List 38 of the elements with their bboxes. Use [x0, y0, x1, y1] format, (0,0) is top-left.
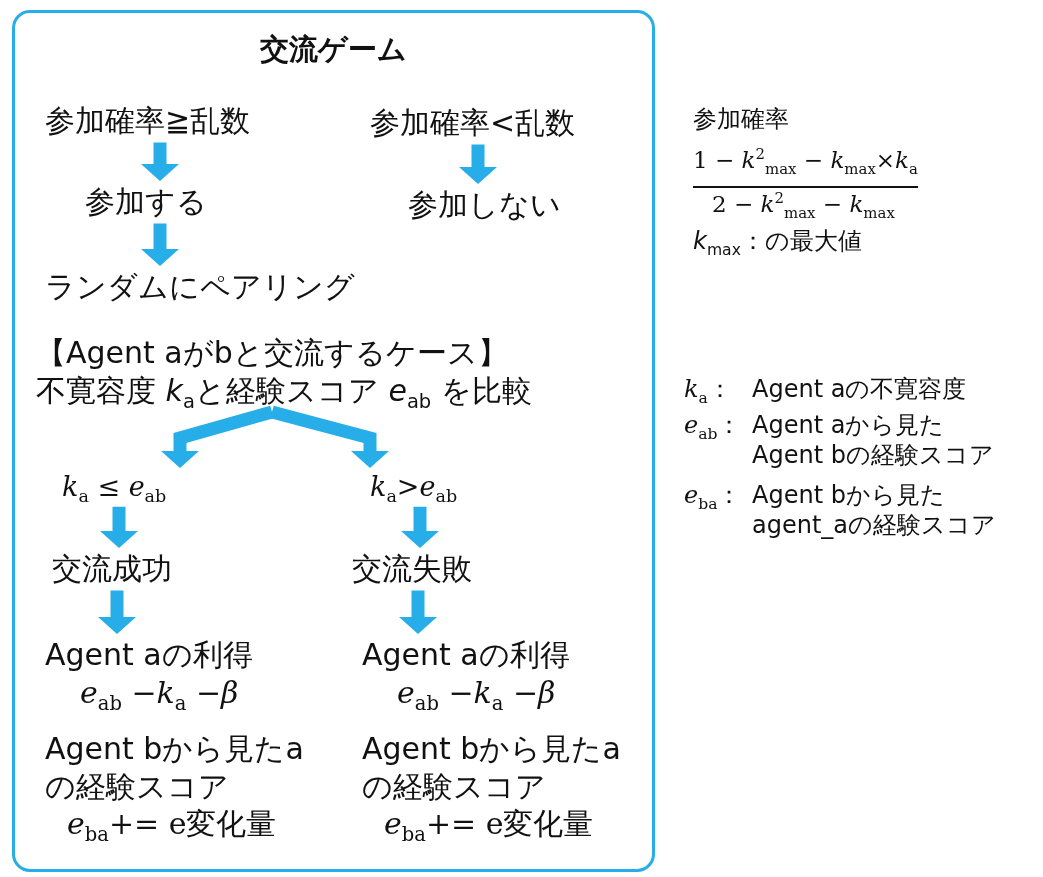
arrow: [100, 506, 138, 548]
step-text: 参加確率<乱数: [370, 104, 576, 142]
arrow: [141, 142, 179, 181]
definition-text: Agent aから見たAgent bの経験スコア: [752, 410, 995, 470]
step-text: 参加しない: [408, 186, 561, 224]
formula-text: e$_{ba}$+= e変化量: [67, 805, 277, 843]
arrow: [161, 405, 274, 468]
step-text: 不寛容度 k$_{a}$と経験スコア e$_{ab}$ を比較: [36, 371, 532, 409]
formula-text: e$_{ab}$ −k$_{a}$ −β: [397, 673, 556, 711]
step-text: 交流成功: [52, 550, 172, 588]
fraction-numerator: 1 − k$^{2}$$_{max}$ − k$_{max}$×k$_{a}$: [693, 146, 918, 175]
symbol-key: k$_{a}$：: [684, 374, 732, 404]
formula-text: k$_{a}$>e$_{ab}$: [370, 470, 458, 504]
game-box: [12, 10, 655, 872]
box-title: 交流ゲーム: [259, 31, 408, 68]
formula-text: e$_{ba}$+= e変化量: [384, 805, 594, 843]
step-text: 参加確率≧乱数: [45, 102, 251, 140]
step-text: ランダムにペアリング: [45, 268, 355, 306]
definition-text: Agent aの不寛容度: [752, 374, 967, 404]
step-text: 交流失敗: [352, 550, 472, 588]
definition-text: Agent bから見たagent_aの経験スコア: [752, 480, 998, 540]
note-text: k$_{max}$：の最大値: [693, 226, 862, 256]
arrow: [141, 223, 179, 266]
symbol-key: e$_{ab}$：: [684, 410, 742, 440]
formula-text: e$_{ab}$ −k$_{a}$ −β: [80, 673, 239, 711]
step-text: Agent aの利得: [45, 636, 253, 674]
arrow: [401, 506, 439, 548]
arrow: [270, 405, 389, 468]
arrow: [459, 144, 497, 184]
arrow: [98, 590, 136, 634]
formula-title: 参加確率: [693, 104, 789, 134]
step-text: Agent aの利得: [362, 636, 570, 674]
symbol-key: e$_{ba}$：: [684, 480, 742, 510]
step-text: 参加する: [85, 183, 207, 221]
step-text: 【Agent aがbと交流するケース】: [36, 334, 508, 372]
formula-text: k$_{a}$ ≤ e$_{ab}$: [62, 470, 167, 504]
arrow: [399, 590, 437, 634]
fraction-denominator: 2 − k$^{2}$$_{max}$ − k$_{max}$: [712, 190, 895, 219]
